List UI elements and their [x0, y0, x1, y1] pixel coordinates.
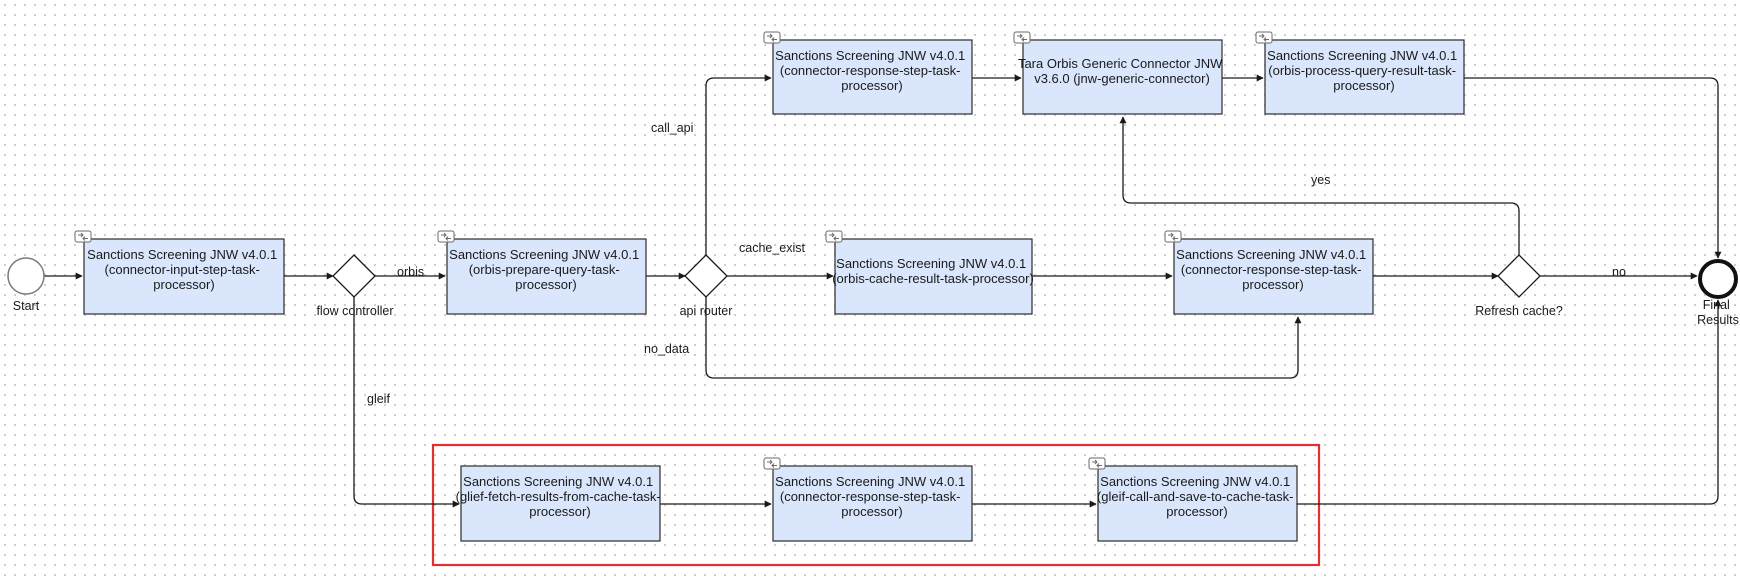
task-connector-response-step-top[interactable]: Sanctions Screening JNW v4.0.1 (connecto… [763, 31, 973, 115]
edge-label-gleif: gleif [367, 392, 390, 406]
edge-label-orbis: orbis [397, 265, 424, 279]
task-prepare-line-1: Sanctions Screening JNW v4.0.1 [449, 247, 639, 262]
edge-label-call-api: call_api [651, 121, 693, 135]
task-tara-line-1: Tara Orbis Generic Connector JNW [1018, 56, 1223, 71]
edge-gleif[interactable] [353, 297, 460, 508]
service-task-icon [825, 230, 843, 243]
gleif-highlight-frame [431, 443, 1321, 567]
task-resp-top-line-3: processor) [841, 78, 902, 93]
edge-label-yes: yes [1311, 173, 1330, 187]
task-resp-top-line-1: Sanctions Screening JNW v4.0.1 [775, 48, 965, 63]
gateway-api-router[interactable] [684, 254, 728, 298]
sequence-flows [44, 74, 1722, 508]
task-cache-result-line-2: (orbis-cache-result-task-processor) [832, 271, 1034, 286]
task-input-line-2: (connector-input-step-task- [105, 262, 260, 277]
task-prepare-line-3: processor) [515, 277, 576, 292]
svg-text:Sanctions Screening JNW v4.0.1: Sanctions Screening JNW v4.0.1 (connecto… [775, 48, 969, 93]
task-gleif-call-line-2: (gleif-call-and-save-to-cache-task- [1097, 489, 1294, 504]
service-task-icon [1013, 31, 1031, 44]
svg-text:Sanctions Screening JNW v4.0.1: Sanctions Screening JNW v4.0.1 (connecto… [775, 474, 969, 519]
task-gleif-call-and-save-to-cache[interactable]: Sanctions Screening JNW v4.0.1 (gleif-ca… [1088, 457, 1298, 542]
task-process-line-2: (orbis-process-query-result-task- [1268, 63, 1456, 78]
task-resp-bottom-line-1: Sanctions Screening JNW v4.0.1 [775, 474, 965, 489]
gateway-flow-controller-label: flow controller [316, 304, 393, 318]
edge-process-to-final[interactable] [1464, 77, 1722, 259]
service-task-icon [763, 31, 781, 44]
task-prepare-line-2: (orbis-prepare-query-task- [469, 262, 620, 277]
gateway-flow-controller[interactable] [332, 254, 376, 298]
edge-label-no-data: no_data [644, 342, 689, 356]
task-tara-line-2: v3.6.0 (jnw-generic-connector) [1034, 71, 1210, 86]
task-process-line-1: Sanctions Screening JNW v4.0.1 [1267, 48, 1457, 63]
svg-text:Sanctions Screening JNW v4.0.1: Sanctions Screening JNW v4.0.1 (orbis-pr… [449, 247, 643, 292]
end-event[interactable] [1698, 259, 1738, 299]
svg-text:Sanctions Screening JNW v4.0.1: Sanctions Screening JNW v4.0.1 (gleif-ca… [1097, 474, 1297, 519]
task-orbis-process-query-result[interactable]: Sanctions Screening JNW v4.0.1 (orbis-pr… [1255, 31, 1465, 115]
task-resp-mid-line-3: processor) [1242, 277, 1303, 292]
gateway-refresh-cache[interactable] [1497, 254, 1541, 298]
task-input-line-1: Sanctions Screening JNW v4.0.1 [87, 247, 277, 262]
task-orbis-prepare-query[interactable]: Sanctions Screening JNW v4.0.1 (orbis-pr… [437, 230, 647, 315]
task-resp-mid-line-2: (connector-response-step-task- [1181, 262, 1362, 277]
task-resp-top-line-2: (connector-response-step-task- [780, 63, 961, 78]
end-event-label-line-1: Final [1703, 298, 1730, 312]
service-task-icon [1164, 230, 1182, 243]
edge-label-no: no [1612, 265, 1626, 279]
svg-text:Sanctions Screening JNW v4.0.1: Sanctions Screening JNW v4.0.1 (connecto… [1176, 247, 1370, 292]
task-input-line-3: processor) [153, 277, 214, 292]
start-event-label: Start [13, 299, 40, 313]
service-task-icon [74, 230, 92, 243]
edge-no-data[interactable] [705, 297, 1302, 379]
edge-gleif-call-to-final[interactable] [1297, 299, 1722, 505]
task-connector-response-step-middle[interactable]: Sanctions Screening JNW v4.0.1 (connecto… [1164, 230, 1374, 315]
task-gleif-call-line-3: processor) [1166, 504, 1227, 519]
task-resp-bottom-line-3: processor) [841, 504, 902, 519]
edge-call-api[interactable] [705, 74, 772, 255]
edge-label-cache-exist: cache_exist [739, 241, 806, 255]
svg-text:Sanctions Screening JNW v4.0.1: Sanctions Screening JNW v4.0.1 (orbis-pr… [1267, 48, 1461, 93]
task-cache-result-line-1: Sanctions Screening JNW v4.0.1 [836, 256, 1026, 271]
service-task-icon [1088, 457, 1106, 470]
end-event-label: Final Results [1697, 298, 1739, 327]
task-connector-input-step[interactable]: Sanctions Screening JNW v4.0.1 (connecto… [74, 230, 285, 315]
end-event-label-line-2: Results [1697, 313, 1739, 327]
svg-text:Sanctions Screening JNW v4.0.1: Sanctions Screening JNW v4.0.1 (connecto… [87, 247, 281, 292]
service-task-icon [763, 457, 781, 470]
task-process-line-3: processor) [1333, 78, 1394, 93]
task-resp-bottom-line-2: (connector-response-step-task- [780, 489, 961, 504]
service-task-icon [437, 230, 455, 243]
start-event[interactable] [7, 257, 45, 295]
task-tara-orbis-generic-connector[interactable]: Tara Orbis Generic Connector JNW v3.6.0 … [1013, 31, 1226, 115]
task-glief-fetch-line-3: processor) [529, 504, 590, 519]
task-resp-mid-line-1: Sanctions Screening JNW v4.0.1 [1176, 247, 1366, 262]
svg-text:Tara Orbis Generic Connector J: Tara Orbis Generic Connector JNW v3.6.0 … [1018, 56, 1226, 86]
gateway-api-router-label: api router [680, 304, 733, 318]
task-glief-fetch-line-2: (glief-fetch-results-from-cache-task- [456, 489, 661, 504]
task-orbis-cache-result[interactable]: Sanctions Screening JNW v4.0.1 (orbis-ca… [825, 230, 1034, 315]
svg-text:Sanctions Screening JNW v4.0.1: Sanctions Screening JNW v4.0.1 (orbis-ca… [832, 256, 1034, 286]
edge-yes[interactable] [1119, 116, 1520, 255]
task-glief-fetch-line-1: Sanctions Screening JNW v4.0.1 [463, 474, 653, 489]
gateway-refresh-cache-label: Refresh cache? [1475, 304, 1563, 318]
service-task-icon [1255, 31, 1273, 44]
task-connector-response-step-bottom[interactable]: Sanctions Screening JNW v4.0.1 (connecto… [763, 457, 973, 542]
task-glief-fetch-results-from-cache[interactable]: Sanctions Screening JNW v4.0.1 (glief-fe… [456, 465, 665, 542]
task-gleif-call-line-1: Sanctions Screening JNW v4.0.1 [1100, 474, 1290, 489]
svg-text:Sanctions Screening JNW v4.0.1: Sanctions Screening JNW v4.0.1 (glief-fe… [456, 474, 665, 519]
